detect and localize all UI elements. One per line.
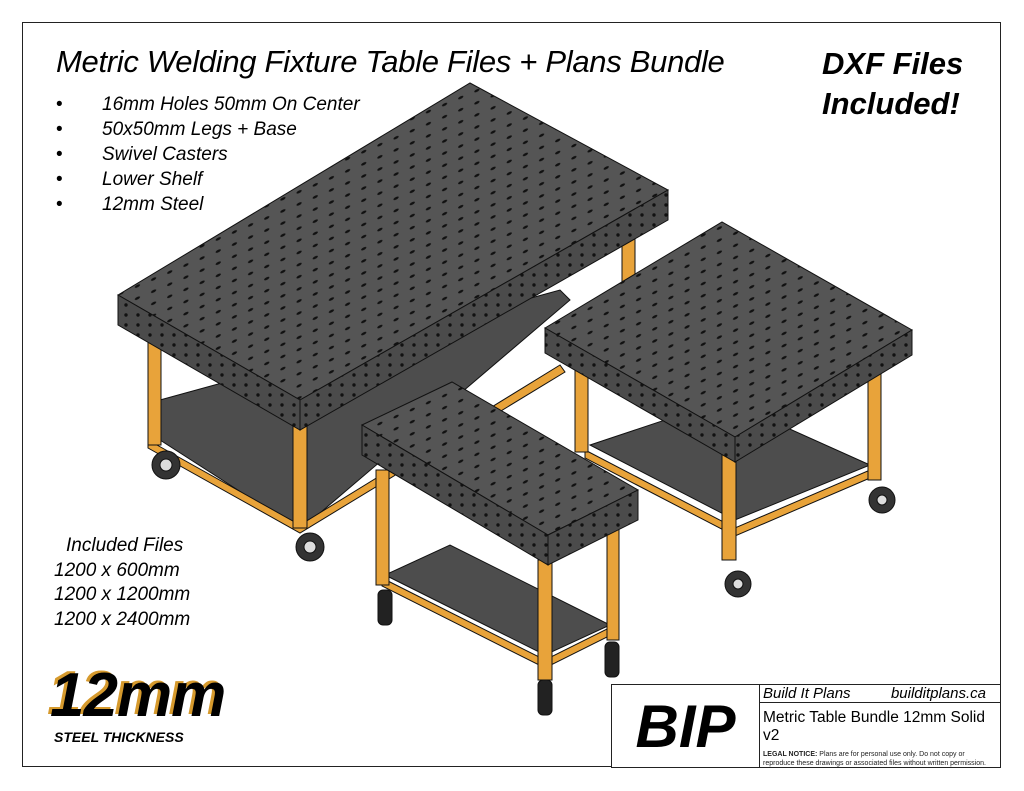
- feature-list: • 16mm Holes 50mm On Center • 50x50mm Legs…: [56, 92, 360, 217]
- bullet-icon: •: [56, 194, 63, 215]
- legal-label: LEGAL NOTICE:: [763, 751, 818, 758]
- bullet-icon: •: [56, 169, 63, 190]
- dxf-badge-line1: DXF Files: [822, 46, 964, 81]
- bip-logo: BIP: [612, 685, 760, 767]
- thickness-label: STEEL THICKNESS: [54, 729, 184, 745]
- dxf-badge-line2: Included!: [822, 86, 960, 121]
- feature-item: • Lower Shelf: [56, 167, 360, 192]
- bullet-icon: •: [56, 144, 63, 165]
- included-files-heading: Included Files: [66, 535, 184, 556]
- feature-text: 50x50mm Legs + Base: [102, 119, 297, 140]
- feature-item: • Swivel Casters: [56, 142, 360, 167]
- bullet-icon: •: [56, 119, 63, 140]
- bullet-icon: •: [56, 94, 63, 115]
- feature-text: Swivel Casters: [102, 144, 228, 165]
- legal-notice: LEGAL NOTICE: Plans are for personal use…: [760, 748, 1000, 770]
- feature-text: 16mm Holes 50mm On Center: [102, 94, 360, 115]
- file-item: 1200 x 1200mm: [54, 584, 191, 605]
- website: builditplans.ca: [890, 685, 986, 702]
- small-table: [360, 381, 640, 716]
- feature-item: • 50x50mm Legs + Base: [56, 117, 360, 142]
- medium-table: [544, 221, 913, 598]
- feature-item: • 12mm Steel: [56, 192, 360, 217]
- file-item: 1200 x 2400mm: [54, 608, 191, 630]
- thickness-value: 12mm: [50, 661, 226, 730]
- drawing-title: Metric Table Bundle 12mm Solid v2: [763, 709, 985, 744]
- drawing-border: [22, 22, 1001, 767]
- dxf-badge: DXF Files Included!: [822, 44, 963, 124]
- legal-text: Plans are for personal use only. Do not …: [763, 751, 986, 767]
- company-name: Build It Plans: [763, 685, 851, 702]
- feature-text: 12mm Steel: [102, 194, 204, 215]
- title-block: BIP Build It Plans builditplans.ca Metri…: [611, 684, 1001, 768]
- page-title: Metric Welding Fixture Table Files + Pla…: [56, 44, 725, 79]
- file-item: 1200 x 600mm: [54, 559, 180, 581]
- large-table: [117, 82, 670, 562]
- feature-item: • 16mm Holes 50mm On Center: [56, 92, 360, 117]
- feature-text: Lower Shelf: [102, 169, 203, 190]
- included-files: Included Files 1200 x 600mm 1200 x 1200m…: [54, 534, 190, 632]
